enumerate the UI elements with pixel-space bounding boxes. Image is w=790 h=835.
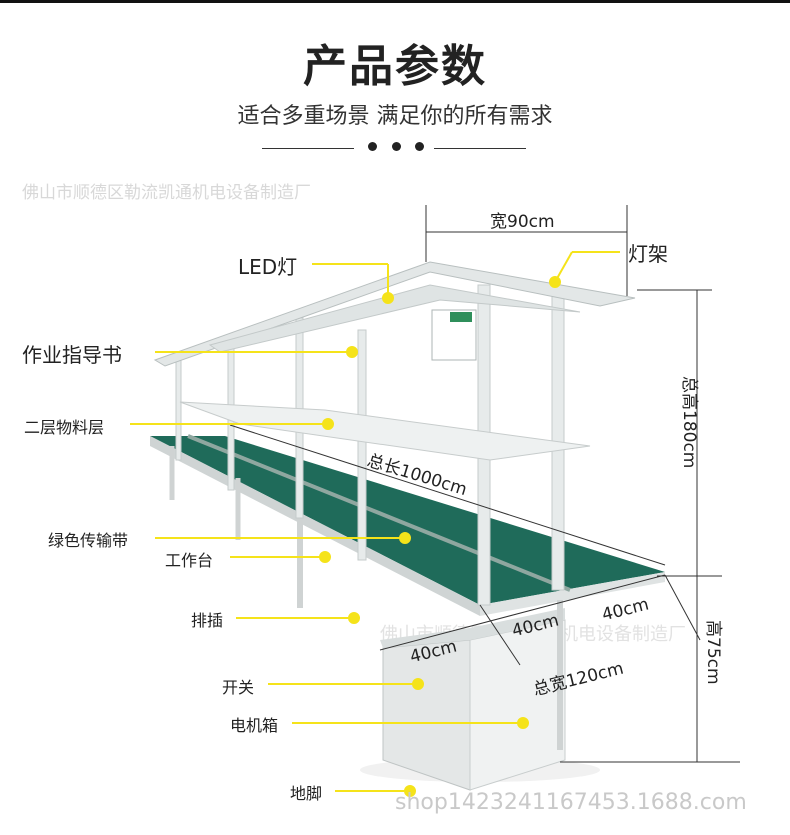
dim-height: 高75cm — [703, 620, 723, 685]
label-switch: 开关 — [222, 678, 255, 697]
top-border — [0, 0, 790, 3]
divider-left — [262, 148, 354, 149]
label-foot: 地脚 — [290, 784, 323, 803]
label-table: 工作台 — [165, 551, 214, 570]
watermark-company: 佛山市顺德区勒流凯通机电设备制造厂 — [22, 183, 311, 203]
label-motor-box: 电机箱 — [230, 716, 279, 735]
watermark-url: shop1423241167453.1688.com — [395, 790, 747, 815]
dim-total-height: 总高180cm — [679, 376, 699, 469]
page-subtitle: 适合多重场景 满足你的所有需求 — [237, 104, 553, 129]
dim-width: 宽90cm — [490, 212, 555, 232]
label-belt: 绿色传输带 — [48, 531, 129, 550]
divider-dots — [368, 142, 424, 154]
label-lamp-frame: 灯架 — [628, 242, 668, 266]
label-shelf: 二层物料层 — [24, 418, 105, 437]
label-guide: 作业指导书 — [22, 343, 122, 367]
page-title: 产品参数 — [303, 41, 487, 92]
label-socket: 排插 — [191, 611, 224, 630]
label-led: LED灯 — [238, 255, 298, 279]
divider-right — [434, 148, 526, 149]
